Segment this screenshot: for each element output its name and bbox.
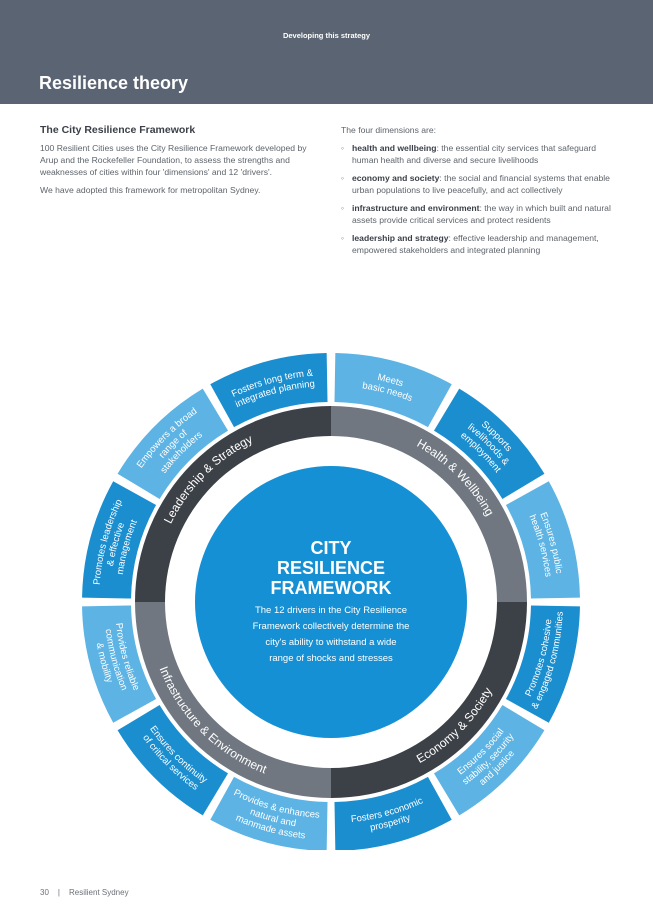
dimensions-list: ◦ health and wellbeing: the essential cit… (341, 142, 617, 256)
dimension-desc: : the essential city services that safeg… (352, 143, 597, 165)
framework-core (195, 466, 467, 738)
framework-description-line: city's ability to withstand a wide (265, 637, 396, 648)
driver-segment (210, 353, 328, 428)
driver-segment (334, 353, 452, 428)
dimension-term: leadership and strategy (352, 233, 449, 243)
bullet-icon: ◦ (341, 203, 345, 213)
framework-title-line: RESILIENCE (277, 558, 385, 578)
driver-segment (505, 605, 580, 723)
framework-title-line: CITY (310, 538, 351, 558)
dimension-term: infrastructure and environment (352, 203, 480, 213)
dimension-item: ◦ economy and society: the social and fin… (341, 172, 617, 196)
framework-paragraph-1: 100 Resilient Cities uses the City Resil… (40, 143, 307, 177)
dimension-desc: : the social and financial systems that … (352, 173, 610, 195)
driver-segment (117, 388, 228, 499)
framework-description-line: The 12 drivers in the City Resilience (255, 605, 407, 616)
publication-name: Resilient Sydney (68, 888, 129, 897)
driver-segment (82, 481, 157, 599)
section-label: Developing this strategy (282, 31, 371, 40)
dimension-ring-segment (135, 602, 331, 798)
driver-segment (434, 388, 545, 499)
driver-segment (82, 605, 157, 723)
page-header: Developing this strategy Resilience theo… (0, 0, 653, 104)
bullet-icon: ◦ (341, 233, 345, 243)
bullet-icon: ◦ (341, 143, 345, 153)
dimension-term: health and wellbeing (352, 143, 437, 153)
framework-paragraph-2: We have adopted this framework for metro… (40, 185, 261, 195)
page-number: 30 (40, 888, 49, 897)
framework-description-line: range of shocks and stresses (269, 653, 393, 664)
page-footer: 30 | Resilient Sydney (40, 888, 129, 897)
dimension-desc: : effective leadership and management, e… (352, 233, 599, 255)
dimension-term: economy and society (352, 173, 440, 183)
dimension-desc: : the way in which built and natural ass… (352, 203, 611, 225)
dimensions-column: The four dimensions are: ◦ health and wel… (341, 124, 617, 262)
driver-segment (434, 705, 545, 816)
dimensions-intro: The four dimensions are: (341, 125, 437, 135)
driver-segment (334, 776, 452, 850)
framework-title-line: FRAMEWORK (271, 578, 392, 598)
dimension-item: ◦ infrastructure and environment: the way… (341, 202, 617, 226)
dimension-ring-segment (331, 406, 527, 602)
framework-description-line: Framework collectively determine the (253, 621, 410, 632)
framework-heading: The City Resilience Framework (40, 124, 196, 136)
dimension-ring-segment (331, 602, 527, 798)
driver-segment (210, 776, 328, 850)
dimension-item: ◦ health and wellbeing: the essential cit… (341, 142, 617, 166)
page-title: Resilience theory (39, 73, 189, 93)
footer-separator: | (57, 888, 60, 897)
dimension-item: ◦ leadership and strategy: effective lead… (341, 232, 617, 256)
bullet-icon: ◦ (341, 173, 345, 183)
driver-segment (117, 705, 228, 816)
dimension-ring-segment (135, 406, 331, 602)
intro-column: The City Resilience Framework 100 Resili… (40, 124, 310, 202)
driver-segment (505, 481, 580, 599)
